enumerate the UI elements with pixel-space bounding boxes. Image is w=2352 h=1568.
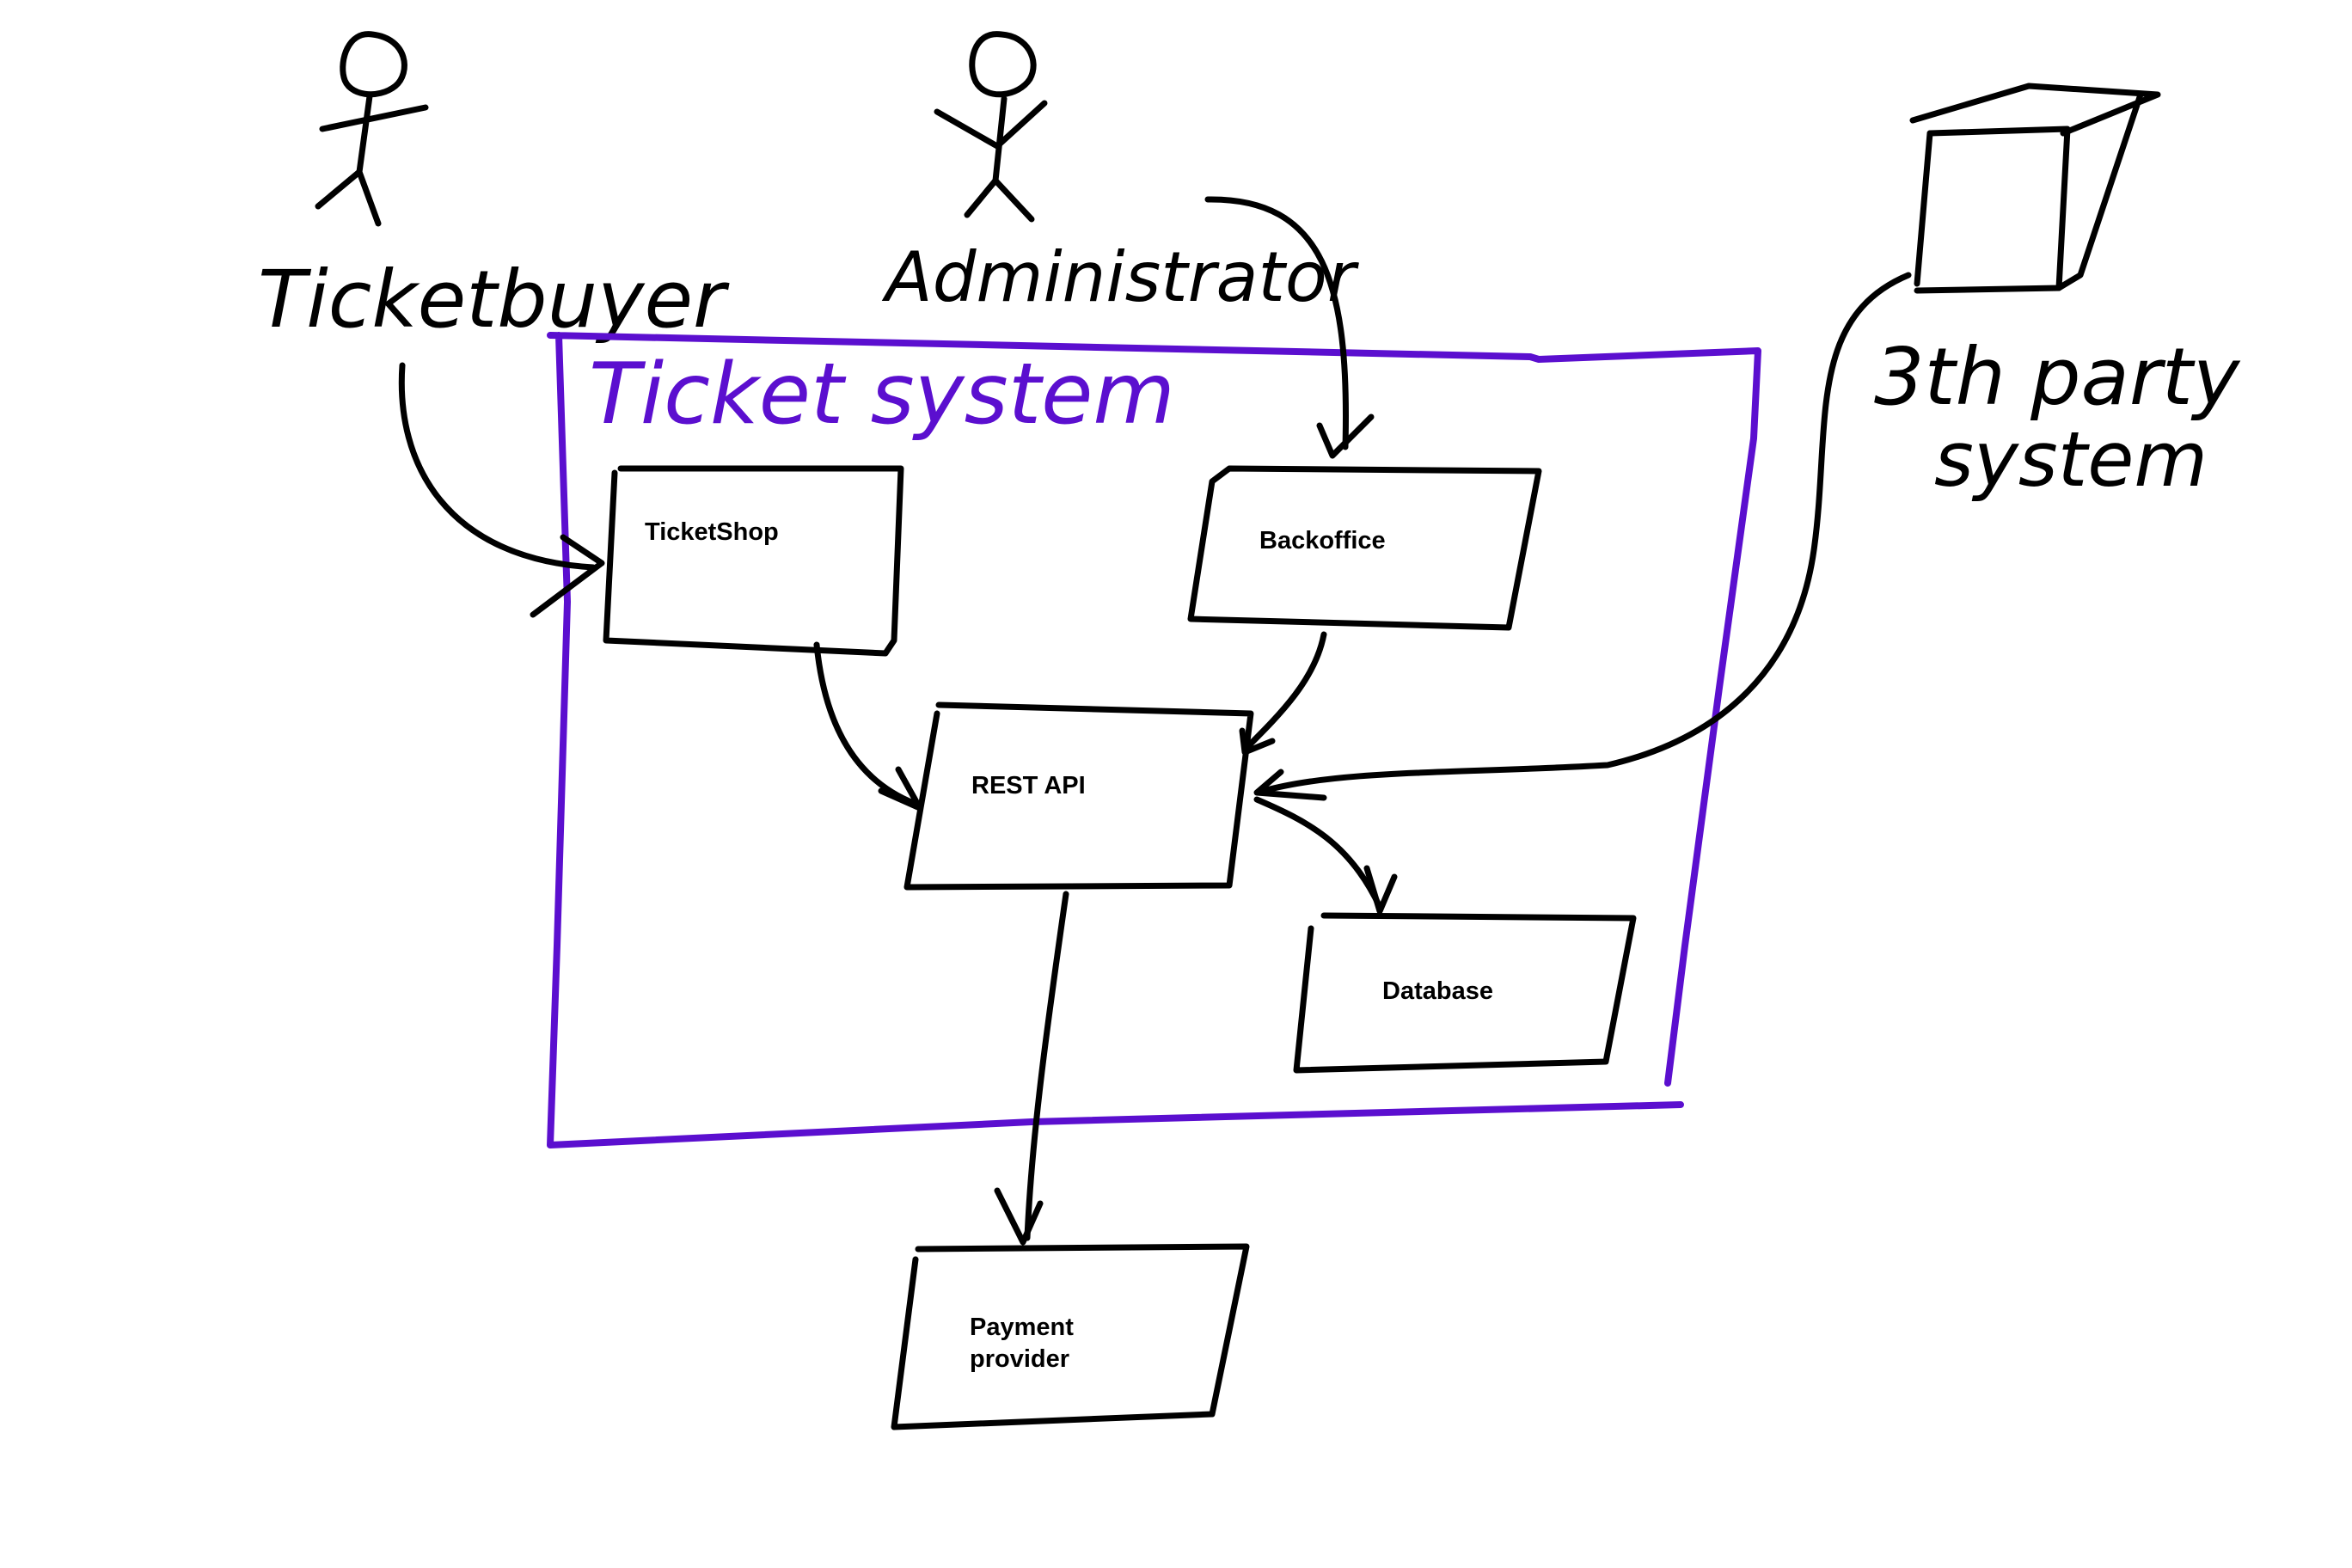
rest-api-label: REST API [971,772,1086,799]
system-title: Ticket system [589,346,1175,444]
stick-figure-icon [315,31,429,227]
payment-provider-label-line2: provider [970,1345,1069,1373]
administrator-label: Administrator [881,237,1360,317]
third-party-label-line1: 3th party [1874,331,2241,423]
system-frame [547,332,1761,1148]
rest-api-box: REST API [903,701,1254,891]
administrator-actor: Administrator [881,31,1360,317]
payment-provider-label-line1: Payment [970,1314,1074,1341]
arrow-ticketshop-to-rest-api [813,641,923,812]
third-party-actor: 3th party system [1874,83,2241,504]
ticket-system-boundary: Ticket system [547,332,1761,1148]
ticketbuyer-label: Ticketbuyer [258,254,730,346]
arrow-backoffice-to-rest-api [1239,631,1327,756]
ticketshop-label: TicketShop [645,518,779,546]
ticketshop-box: TicketShop [603,465,904,657]
ticketbuyer-actor: Ticketbuyer [258,31,730,346]
arrow-third-party-to-rest-api [1253,272,1912,801]
backoffice-label: Backoffice [1259,527,1386,554]
arrow-rest-api-to-database [1253,796,1398,915]
arrow-ticketbuyer-to-ticketshop [398,362,605,618]
stick-figure-icon [934,31,1048,223]
payment-provider-box: Payment provider [891,1243,1250,1430]
cube-icon [1909,83,2161,294]
arrow-administrator-to-backoffice [1204,196,1375,459]
third-party-label-line2: system [1934,415,2208,504]
backoffice-box: Backoffice [1187,465,1542,631]
arrow-rest-api-to-payment-provider [994,891,1069,1246]
database-label: Database [1382,977,1493,1005]
database-box: Database [1293,912,1637,1074]
